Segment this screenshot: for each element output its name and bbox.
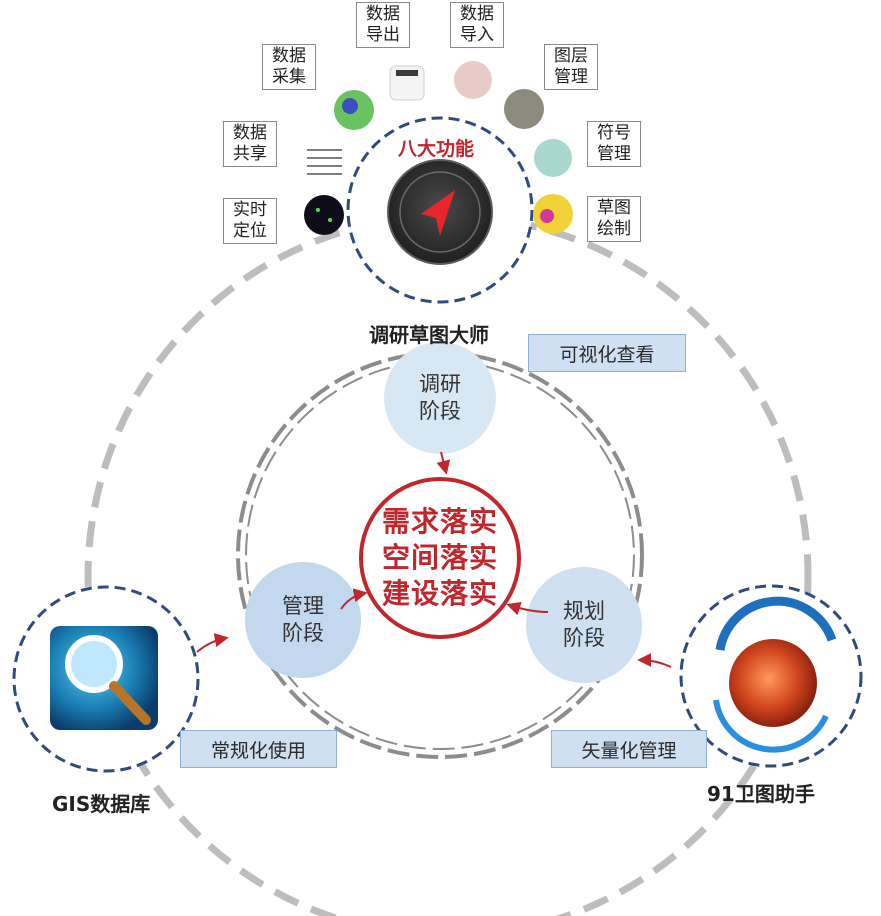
function-icons — [304, 61, 573, 235]
core-circle — [359, 477, 521, 639]
arrow-management-to-core — [340, 588, 368, 610]
arrow-survey-to-core — [436, 451, 451, 475]
gray-texture-icon — [504, 89, 544, 129]
planning-stage-circle — [526, 567, 642, 683]
pink-speckle-icon — [454, 61, 492, 99]
function-data-export: 数据 导出 — [356, 2, 410, 48]
hub-badge: 八大功能 — [398, 138, 475, 160]
stage-planning: 规划 阶段 — [563, 599, 605, 650]
hub-title: 调研草图大师 — [369, 323, 489, 347]
function-data-collection: 数据 采集 — [262, 44, 316, 90]
document-lines-icon — [307, 149, 342, 175]
function-realtime-positioning: 实时 定位 — [223, 198, 277, 244]
teal-speckle-icon — [534, 139, 572, 177]
gis-database-title: GIS数据库 — [52, 792, 151, 816]
dark-star-map-icon — [304, 195, 344, 235]
arrow-satellite-to-planning — [637, 653, 672, 668]
label-routine-use: 常规化使用 — [180, 730, 337, 768]
survey-stage-circle — [384, 342, 496, 454]
inner-ring-outer — [236, 351, 644, 759]
function-data-sharing: 数据 共享 — [223, 121, 277, 167]
management-stage-circle — [245, 562, 361, 678]
function-layer-management: 图层 管理 — [544, 44, 598, 90]
satellite-globe-icon — [729, 639, 817, 727]
stage-survey: 调研 阶段 — [419, 372, 461, 423]
stage-management: 管理 阶段 — [282, 594, 324, 645]
core-goal-space: 空间落实 — [381, 541, 498, 574]
label-visual-view: 可视化查看 — [528, 334, 686, 372]
core-goals: 需求落实 空间落实 建设落实 — [370, 504, 510, 612]
function-sketch-drawing: 草图 绘制 — [587, 196, 641, 242]
core-goal-construction: 建设落实 — [381, 577, 498, 610]
satellite-assistant-title: 91卫图助手 — [707, 782, 815, 806]
label-vector-management: 矢量化管理 — [551, 730, 707, 768]
arrow-planning-to-core — [506, 601, 549, 616]
function-data-import: 数据 导入 — [450, 2, 504, 48]
core-goal-demand: 需求落实 — [381, 505, 498, 538]
function-symbol-management: 符号 管理 — [587, 121, 641, 167]
arrow-gis-to-management — [196, 633, 229, 653]
